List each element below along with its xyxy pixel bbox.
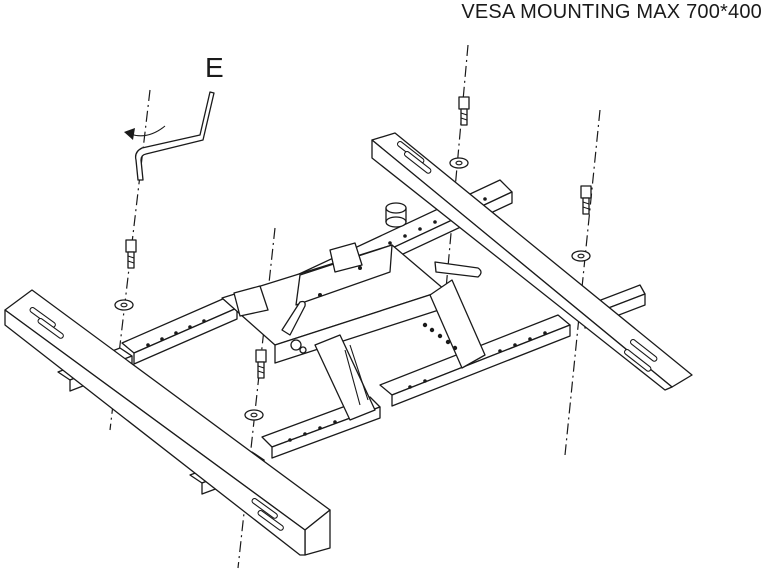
spacer-cylinder <box>385 202 407 228</box>
rotation-arrow-icon <box>124 125 166 140</box>
vertical-arm-right <box>371 132 693 391</box>
axis-line-rear <box>444 44 469 301</box>
center-mount-plate <box>221 242 486 421</box>
vesa-mounting-title: VESA MOUNTING MAX 700*400 <box>461 1 762 23</box>
bolt-front <box>255 349 267 379</box>
vertical-arm-left <box>4 289 331 556</box>
allen-key-e <box>134 91 215 181</box>
bolt-right <box>580 185 592 215</box>
axis-line-right <box>564 109 601 456</box>
washers <box>114 157 591 421</box>
tilt-levers <box>281 261 482 354</box>
bolt-left <box>125 239 137 269</box>
tool-label-e: E <box>205 52 224 83</box>
bolt-rear <box>458 96 470 126</box>
